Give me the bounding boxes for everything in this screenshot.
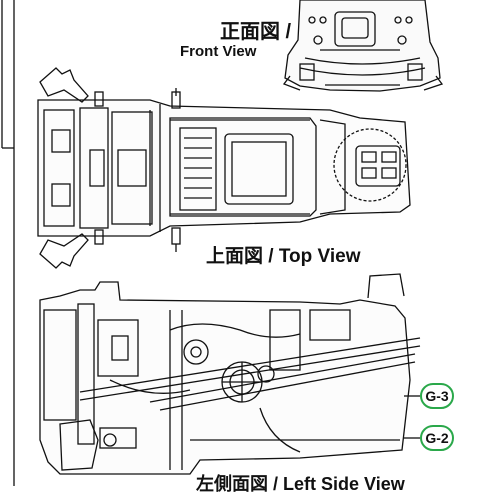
left-side-view-drawing	[39, 273, 421, 475]
left-side-view-label: 左側面図 / Left Side View	[194, 474, 407, 494]
callout-g2: G-2	[420, 425, 454, 451]
front-view-drawing	[282, 0, 444, 92]
top-view-label: 上面図 / Top View	[204, 246, 363, 267]
callout-g3: G-3	[420, 383, 454, 409]
front-view-jp-label: 正面図 /	[220, 21, 292, 43]
front-view-en-label: Front View	[180, 43, 257, 60]
top-view-drawing	[37, 67, 411, 269]
